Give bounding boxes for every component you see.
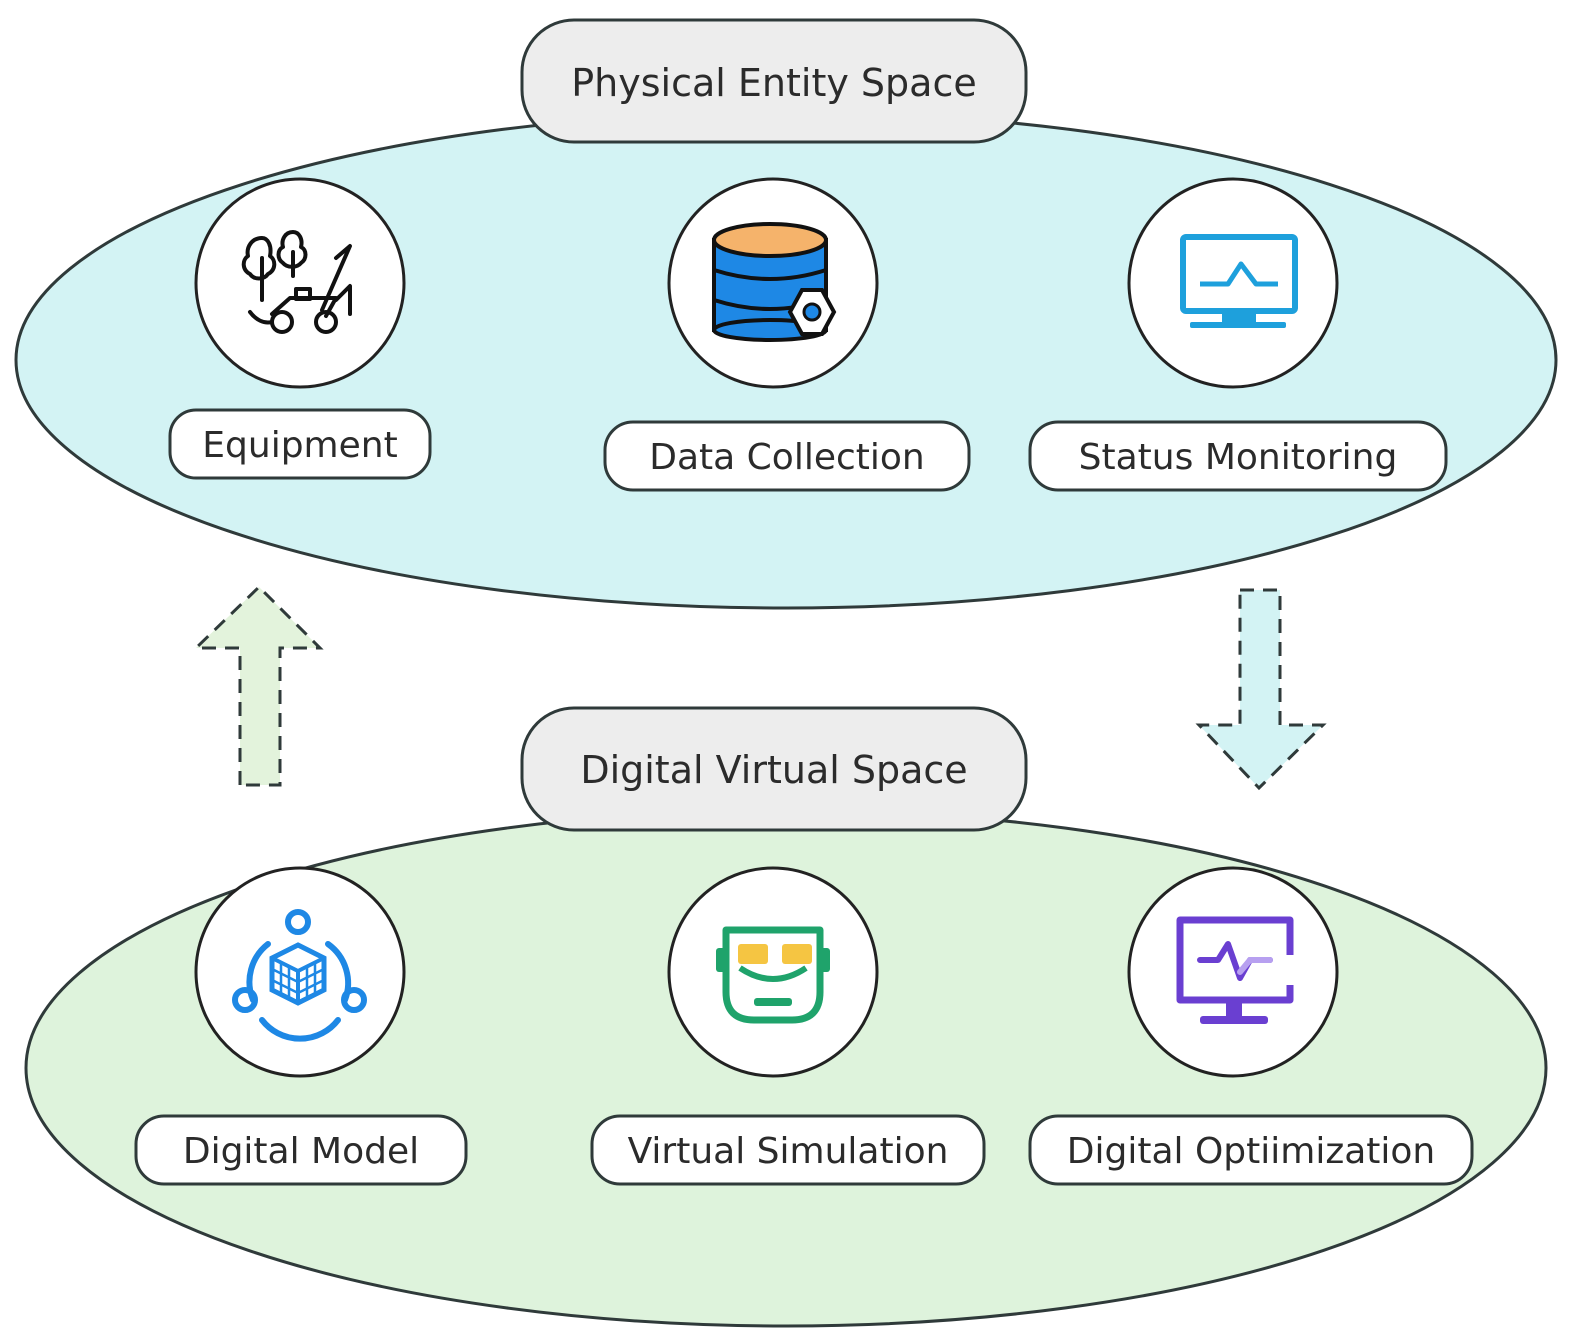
down-arrow	[1195, 588, 1327, 791]
status-monitoring-label-pill: Status Monitoring	[1028, 420, 1448, 492]
physical-space-title-pill: Physical Entity Space	[520, 18, 1028, 144]
monitor-chart-icon	[1180, 234, 1298, 328]
cube-network-icon	[232, 909, 367, 1042]
digital-optimization-label-pill: Digital Optiimization	[1028, 1114, 1474, 1186]
digital-optimization-node: Digital Optiimization	[1028, 866, 1474, 1186]
status-monitoring-label: Status Monitoring	[1079, 437, 1398, 478]
digital-virtual-space: Digital Virtual Space Digital Model	[24, 706, 1548, 1328]
monitor-pulse-icon	[1176, 916, 1294, 1024]
up-arrow	[192, 584, 324, 787]
equipment-label: Equipment	[202, 425, 397, 466]
virtual-simulation-label-pill: Virtual Simulation	[590, 1114, 986, 1186]
digital-model-label-pill: Digital Model	[134, 1114, 468, 1186]
data-collection-node: Data Collection	[603, 177, 971, 492]
digital-space-title: Digital Virtual Space	[580, 748, 967, 792]
lawn-mower-trees-icon	[241, 230, 352, 334]
status-monitoring-node: Status Monitoring	[1028, 177, 1448, 492]
data-collection-label-pill: Data Collection	[603, 420, 971, 492]
vr-headset-face-icon	[716, 926, 830, 1024]
data-collection-label: Data Collection	[649, 437, 924, 478]
equipment-label-pill: Equipment	[168, 408, 432, 480]
physical-space-title: Physical Entity Space	[571, 61, 976, 105]
physical-entity-space: Physical Entity Space	[14, 18, 1558, 610]
digital-optimization-label: Digital Optiimization	[1067, 1131, 1436, 1172]
database-gear-icon	[712, 222, 837, 342]
digital-model-label: Digital Model	[183, 1131, 419, 1172]
digital-space-title-pill: Digital Virtual Space	[520, 706, 1028, 832]
digital-model-node: Digital Model	[134, 866, 468, 1186]
virtual-simulation-label: Virtual Simulation	[628, 1131, 949, 1172]
equipment-node: Equipment	[168, 177, 432, 480]
virtual-simulation-node: Virtual Simulation	[590, 866, 986, 1186]
